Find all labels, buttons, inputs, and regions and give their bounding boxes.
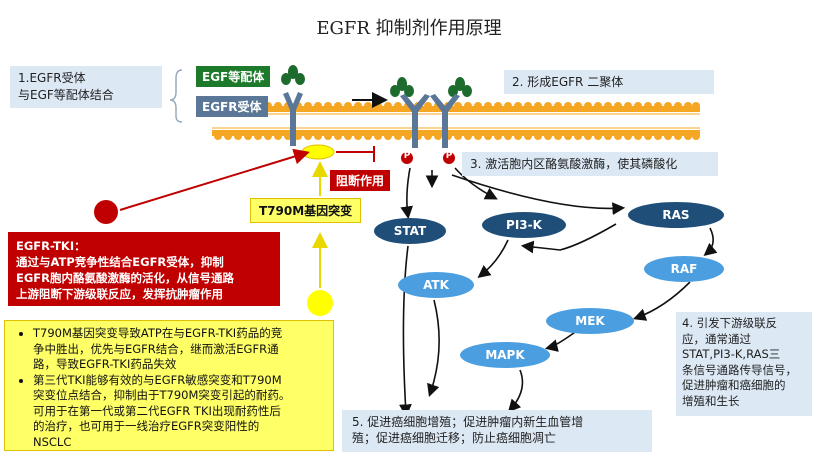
tki-line: EGFR胞内酪氨酸激酶的活化，从信号通路 [16,271,235,285]
node-raf: RAF [644,256,724,282]
node-stat: STAT [374,218,446,244]
tki-arrow [119,148,310,211]
tki-marker [94,200,118,224]
note1-bracket [169,69,183,123]
tki-line: 上游阻断下游级联反应，发挥抗肿瘤作用 [16,287,223,301]
egfr-receptor-label: EGFR受体 [196,96,268,117]
node-mek: MEK [546,308,634,334]
t790m-bullet: 第三代TKI能够有效的与EGFR敏感突变和T790M 突变位点结合，抑制由于T7… [33,373,325,451]
note-downstream-cascade: 4. 引发下游级联反 应，通常通过 STAT,PI3-K,RAS三 条信号通路传… [676,312,812,416]
tki-mechanism-box: EGFR-TKI： 通过与ATP竞争性结合EGFR受体，抑制 EGFR胞内酪氨酸… [8,232,280,306]
page-title: EGFR 抑制剂作用原理 [316,18,502,39]
node-mapk: MAPK [460,342,550,368]
note1-line2: 与EGF等配体结合 [18,88,114,102]
egf-ligand-label: EGF等配体 [196,66,271,87]
mutation-label: T790M基因突变 [250,198,362,223]
cell-membrane [212,102,700,140]
block-label: 阻断作用 [330,170,391,191]
note-receptor-binding: 1.EGFR受体 与EGF等配体结合 [10,66,162,108]
node-ras: RAS [628,202,724,228]
t790m-bullet: T790M基因突变导致ATP在与EGFR-TKI药品的竞 争中胜出，优先与EGF… [33,326,325,373]
egf-ligand-icon [281,65,305,85]
egf-dimer-ligand-icon [390,77,472,97]
egfr-receptor-icon [283,92,303,146]
mutation-marker [307,290,333,316]
node-atk: ATK [398,272,474,298]
tki-heading: EGFR-TKI： [16,239,86,253]
egfr-dimer-icon [400,94,460,148]
t790m-explanation-box: T790M基因突变导致ATP在与EGFR-TKI药品的竞 争中胜出，优先与EGF… [4,320,334,451]
phospho-label: P [403,151,411,161]
note-cell-outcomes: 5. 促进癌细胞增殖；促进肿瘤内新生血管增 殖；促进癌细胞迁移；防止癌细胞凋亡 [342,410,652,452]
note-kinase-activation: 3. 激活胞内区酪氨酸激酶，使其磷酸化 [462,152,718,176]
atp-site-icon [301,144,335,160]
tki-line: 通过与ATP竞争性结合EGFR受体，抑制 [16,255,224,269]
note-dimerization: 2. 形成EGFR 二聚体 [504,70,714,94]
note1-line1: 1.EGFR受体 [18,71,86,85]
phospho-label: P [445,151,453,161]
node-pi3k: PI3-K [482,212,566,238]
